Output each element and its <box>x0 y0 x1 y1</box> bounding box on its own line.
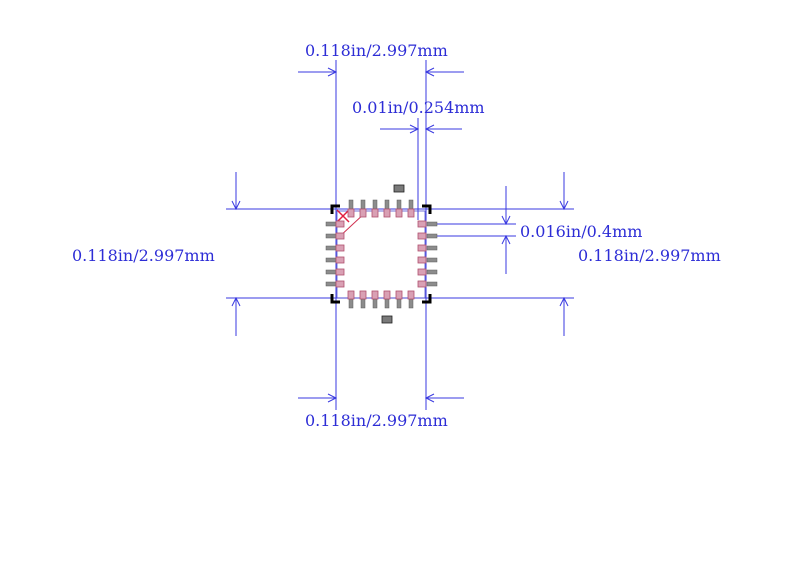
lead-top <box>348 199 354 210</box>
package-footprint <box>325 184 438 324</box>
dimension-labels: 0.118in/2.997mm 0.01in/0.254mm 0.016in/0… <box>72 41 721 430</box>
pad-top <box>395 208 403 218</box>
pad-bottom <box>371 290 379 300</box>
arrowhead <box>231 200 241 211</box>
arrowhead <box>231 296 241 307</box>
pad-bottom <box>347 290 355 300</box>
body-corner-bl <box>330 294 340 304</box>
pad-right <box>417 220 427 228</box>
lead-left <box>325 269 337 275</box>
pad-right <box>417 232 427 240</box>
lead-bottom <box>396 298 402 309</box>
pad-bottom <box>395 290 403 300</box>
arrowhead <box>501 215 511 226</box>
dim-label-left-height: 0.118in/2.997mm <box>72 246 215 265</box>
pin1-marker-icon <box>336 209 350 223</box>
pad-right <box>417 256 427 264</box>
lead-left <box>325 221 337 227</box>
pad-bottom <box>359 290 367 300</box>
arrowhead <box>327 67 338 77</box>
lead-right <box>426 281 438 287</box>
lead-right <box>426 269 438 275</box>
fiducial-bottom <box>381 315 393 324</box>
pad-top <box>359 208 367 218</box>
arrowhead <box>424 393 435 403</box>
dim-label-pitch: 0.01in/0.254mm <box>352 98 485 117</box>
body-corner-br <box>422 294 432 304</box>
lead-top <box>360 199 366 210</box>
dim-label-right-height: 0.118in/2.997mm <box>578 246 721 265</box>
body-corner-tr <box>422 204 432 214</box>
arrowhead <box>559 200 569 211</box>
dim-label-pad-pitch: 0.016in/0.4mm <box>520 222 642 241</box>
pad-top <box>371 208 379 218</box>
lead-top <box>384 199 390 210</box>
pad-left <box>335 268 345 276</box>
pad-top <box>383 208 391 218</box>
pad-right <box>417 268 427 276</box>
pins-group <box>325 199 438 309</box>
pad-bottom <box>407 290 415 300</box>
pad-left <box>335 220 345 228</box>
arrowhead <box>424 67 435 77</box>
pad-left <box>335 256 345 264</box>
body-corner-tl <box>330 204 340 214</box>
lead-bottom <box>348 298 354 309</box>
pad-bottom <box>383 290 391 300</box>
arrowhead <box>424 124 435 134</box>
lead-top <box>372 199 378 210</box>
lead-top <box>396 199 402 210</box>
lead-top <box>408 199 414 210</box>
lead-left <box>325 257 337 263</box>
lead-left <box>325 281 337 287</box>
pad-top <box>407 208 415 218</box>
pad-right <box>417 244 427 252</box>
lead-right <box>426 233 438 239</box>
fiducial-top <box>393 184 405 193</box>
body-outline <box>336 210 426 299</box>
lead-left <box>325 233 337 239</box>
lead-right <box>426 221 438 227</box>
dim-label-bottom-width: 0.118in/2.997mm <box>305 411 448 430</box>
arrowhead <box>409 124 420 134</box>
lead-right <box>426 245 438 251</box>
arrowhead <box>327 393 338 403</box>
lead-bottom <box>384 298 390 309</box>
dim-label-top-width: 0.118in/2.997mm <box>305 41 448 60</box>
lead-left <box>325 245 337 251</box>
arrowhead <box>501 234 511 245</box>
lead-right <box>426 257 438 263</box>
pad-left <box>335 232 345 240</box>
lead-bottom <box>360 298 366 309</box>
pad-top <box>347 208 355 218</box>
pad-left <box>335 280 345 288</box>
pad-left <box>335 244 345 252</box>
pad-right <box>417 280 427 288</box>
lead-bottom <box>408 298 414 309</box>
lead-bottom <box>372 298 378 309</box>
arrowhead <box>559 296 569 307</box>
